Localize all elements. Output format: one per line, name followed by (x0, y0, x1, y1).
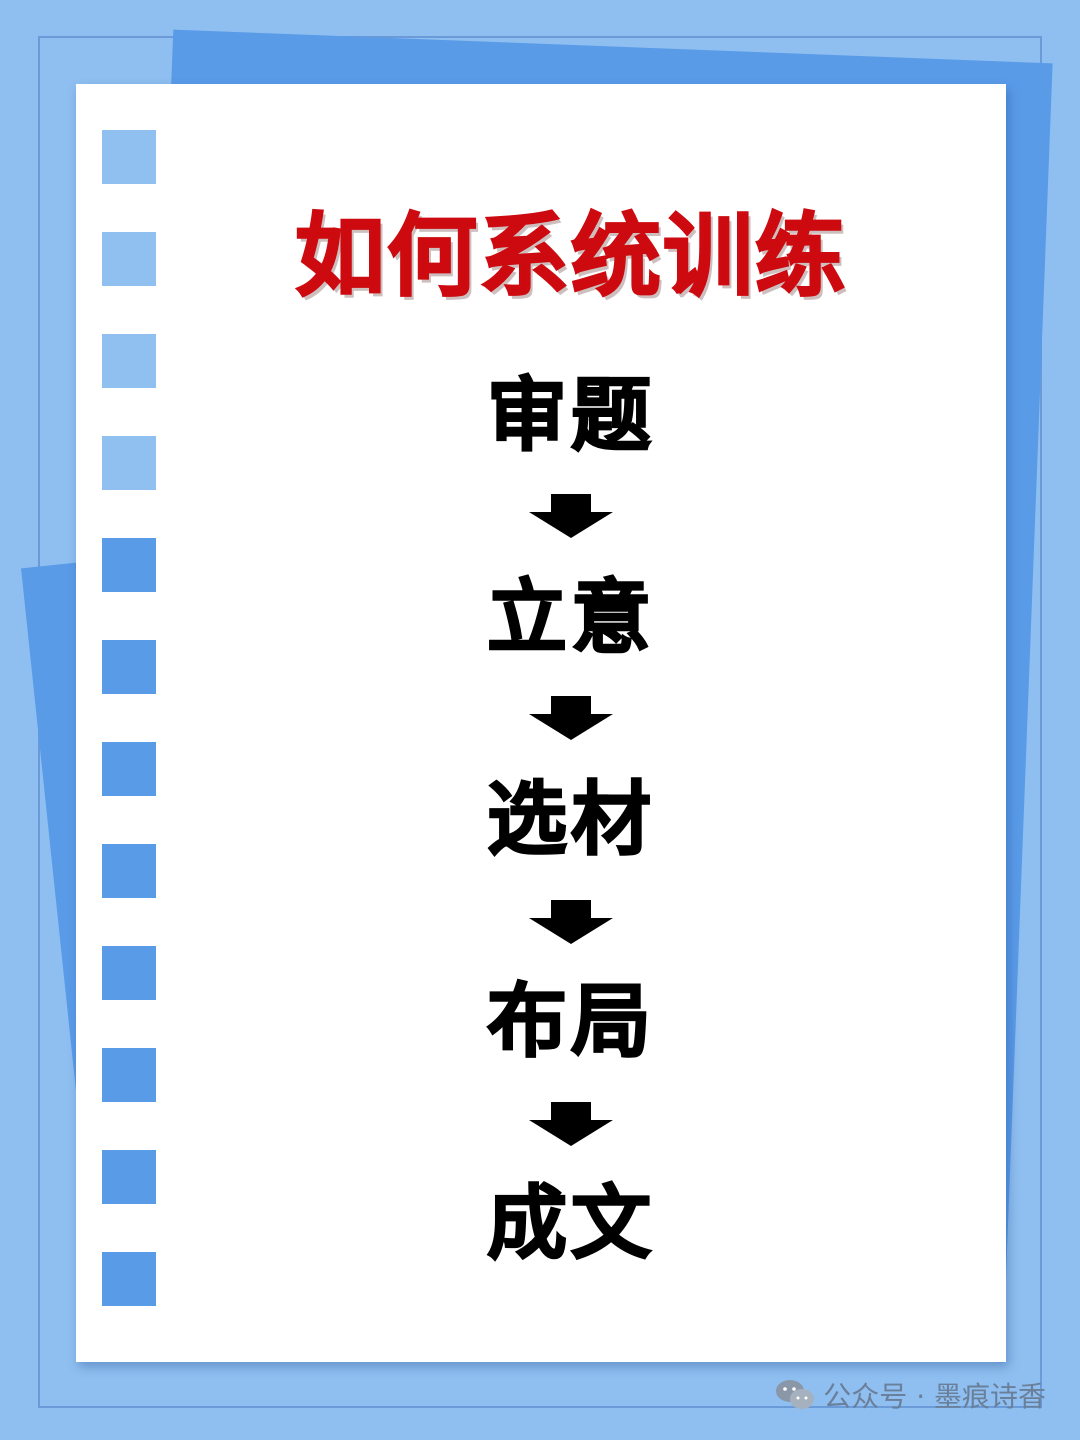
binding-hole (102, 1252, 156, 1306)
paper-sheet: 如何系统训练 审题 立意 选材 布局 成文 (76, 84, 1006, 1362)
wechat-icon (776, 1380, 815, 1409)
down-arrow-icon (529, 494, 613, 538)
flow-step: 成文 (486, 1176, 655, 1271)
watermark: 公众号 · 墨痕诗香 (775, 1376, 1046, 1414)
flow-step: 布局 (486, 974, 655, 1069)
down-arrow-icon (529, 696, 613, 740)
binding-hole (102, 130, 156, 184)
watermark-text: 公众号 · 墨痕诗香 (823, 1380, 1046, 1413)
binding-hole (102, 640, 156, 694)
binding-hole (102, 436, 156, 490)
down-arrow-icon (529, 900, 613, 944)
binding-hole (102, 742, 156, 796)
page-title: 如何系统训练 (294, 203, 847, 310)
binding-hole (102, 1150, 156, 1204)
flow-step: 选材 (486, 772, 655, 867)
binding-hole (102, 844, 156, 898)
binding-holes (102, 130, 160, 1308)
down-arrow-icon (529, 1102, 613, 1146)
binding-hole (102, 232, 156, 286)
binding-hole (102, 1048, 156, 1102)
binding-hole (102, 334, 156, 388)
binding-hole (102, 538, 156, 592)
flow-step: 审题 (486, 368, 655, 463)
binding-hole (102, 946, 156, 1000)
flow-step: 立意 (486, 570, 655, 665)
